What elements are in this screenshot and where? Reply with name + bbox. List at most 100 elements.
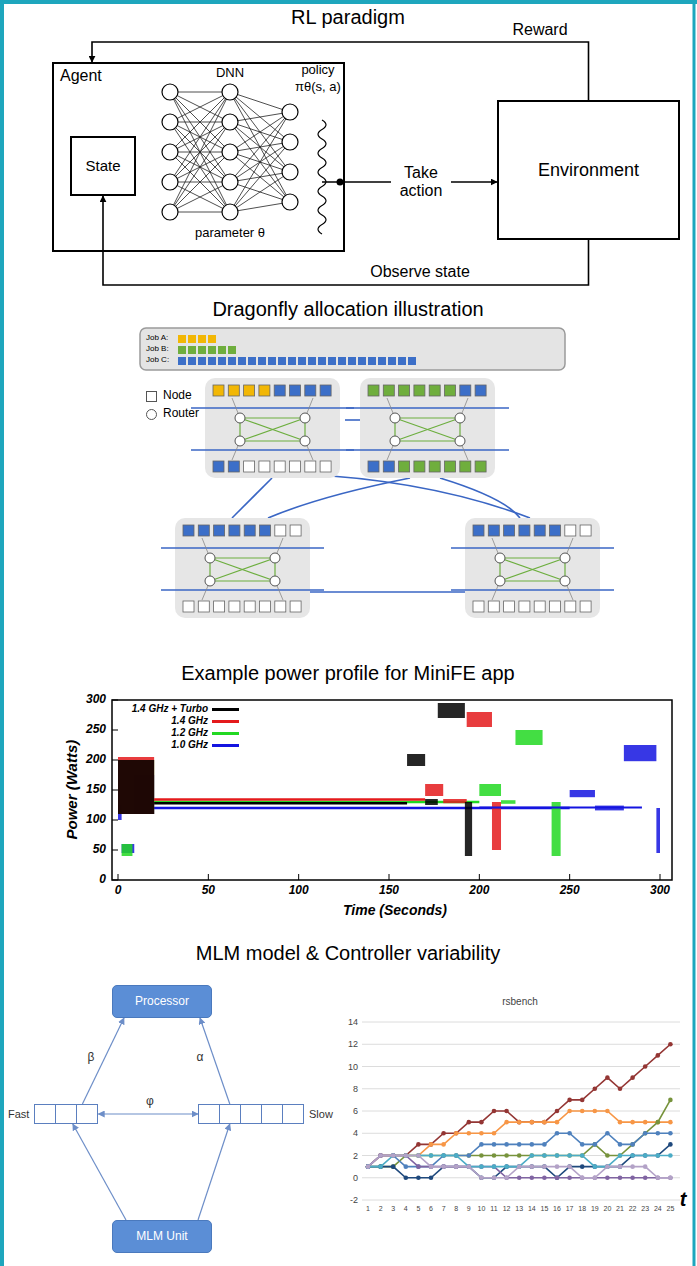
- box-label: Processor: [135, 995, 189, 1009]
- series-marker: [479, 1153, 484, 1158]
- series-marker: [567, 1153, 572, 1158]
- series-marker: [656, 1053, 661, 1058]
- power-trace: [501, 800, 515, 804]
- job-node: [398, 357, 406, 365]
- dnn-neuron: [222, 144, 238, 160]
- connector: [82, 1018, 124, 1104]
- series-marker: [630, 1164, 635, 1169]
- edge-label: Take action: [391, 164, 451, 201]
- series-marker: [542, 1175, 547, 1180]
- series-marker: [542, 1142, 547, 1147]
- series-marker: [416, 1153, 421, 1158]
- series-marker: [656, 1175, 661, 1180]
- series-marker: [517, 1175, 522, 1180]
- series-marker: [656, 1153, 661, 1158]
- axis-title: Power (Watts): [63, 740, 80, 840]
- dnn-edge: [170, 92, 230, 152]
- job-node: [198, 346, 206, 354]
- node-square: [320, 461, 331, 472]
- node-square: [259, 385, 270, 396]
- series-marker: [567, 1164, 572, 1169]
- axis-tick: 6: [353, 1106, 358, 1116]
- series-marker: [643, 1175, 648, 1180]
- chart-title: rsbench: [502, 996, 538, 1008]
- job-node: [288, 357, 296, 365]
- global-link: [191, 407, 354, 408]
- series-marker: [668, 1120, 673, 1125]
- series-marker: [504, 1175, 509, 1180]
- section-title: RL paradigm: [291, 6, 405, 29]
- series-marker: [643, 1131, 648, 1136]
- dnn-edge: [170, 92, 230, 93]
- legend-text: 1.4 GHz: [171, 715, 208, 727]
- power-trace: [118, 760, 154, 814]
- power-trace: [492, 802, 501, 850]
- series-marker: [504, 1109, 509, 1114]
- dnn-edge: [230, 92, 290, 202]
- power-trace: [425, 784, 443, 796]
- action-stub: [322, 181, 345, 183]
- power-trace: [479, 784, 501, 796]
- local-link: [500, 580, 565, 581]
- series-marker: [391, 1153, 396, 1158]
- axis-tick: 8: [454, 1205, 458, 1213]
- router-circle: [560, 576, 570, 586]
- series-marker: [593, 1164, 598, 1169]
- job-node: [178, 346, 186, 354]
- node-square: [475, 385, 486, 396]
- local-link: [395, 440, 460, 441]
- node-square: [290, 601, 301, 612]
- node-square: [213, 385, 224, 396]
- node-square: [565, 525, 576, 536]
- parameter-label: parameter θ: [195, 226, 265, 241]
- series-marker: [580, 1164, 585, 1169]
- series-marker: [391, 1164, 396, 1169]
- section-title: Example power profile for MiniFE app: [181, 662, 514, 685]
- node-square: [460, 461, 471, 472]
- series-marker: [429, 1164, 434, 1169]
- axis-tick: 7: [442, 1205, 446, 1213]
- tick: [208, 874, 209, 880]
- dnn-edge: [230, 202, 290, 212]
- axis-tick: 12: [503, 1205, 511, 1213]
- series-marker: [580, 1175, 585, 1180]
- series-marker: [668, 1142, 673, 1147]
- node-square: [244, 525, 255, 536]
- job-node: [218, 357, 226, 365]
- dnn-edge: [170, 92, 230, 122]
- node-square: [260, 525, 271, 536]
- node-square: [460, 385, 471, 396]
- node-square: [504, 525, 515, 536]
- series-marker: [454, 1131, 459, 1136]
- router-circle: [390, 413, 400, 423]
- series-marker: [517, 1164, 522, 1169]
- series-marker: [593, 1109, 598, 1114]
- node-square: [183, 525, 194, 536]
- axis-tick: 6: [429, 1205, 433, 1213]
- local-link: [240, 418, 305, 441]
- router-circle: [390, 436, 400, 446]
- panel-border: [0, 0, 4, 1266]
- job-node: [198, 357, 206, 365]
- node-square: [244, 601, 255, 612]
- axis-tick: 22: [629, 1205, 637, 1213]
- node-square: [229, 601, 240, 612]
- fast-queue: Fast: [8, 1104, 98, 1124]
- tick: [479, 874, 480, 880]
- series-marker: [492, 1109, 497, 1114]
- axis-title: t: [680, 1188, 687, 1211]
- series-marker: [580, 1175, 585, 1180]
- node-square: [275, 601, 286, 612]
- series-marker: [404, 1164, 409, 1169]
- axis-tick: 9: [467, 1205, 471, 1213]
- series-marker: [467, 1120, 472, 1125]
- axis-tick: 14: [528, 1205, 536, 1213]
- router-circle: [270, 553, 280, 563]
- job-node: [368, 357, 376, 365]
- axis-tick: 4: [404, 1205, 408, 1213]
- series-marker: [429, 1164, 434, 1169]
- series-marker: [467, 1164, 472, 1169]
- axis-tick: 18: [578, 1205, 586, 1213]
- node-square: [274, 461, 285, 472]
- power-trace: [407, 754, 425, 766]
